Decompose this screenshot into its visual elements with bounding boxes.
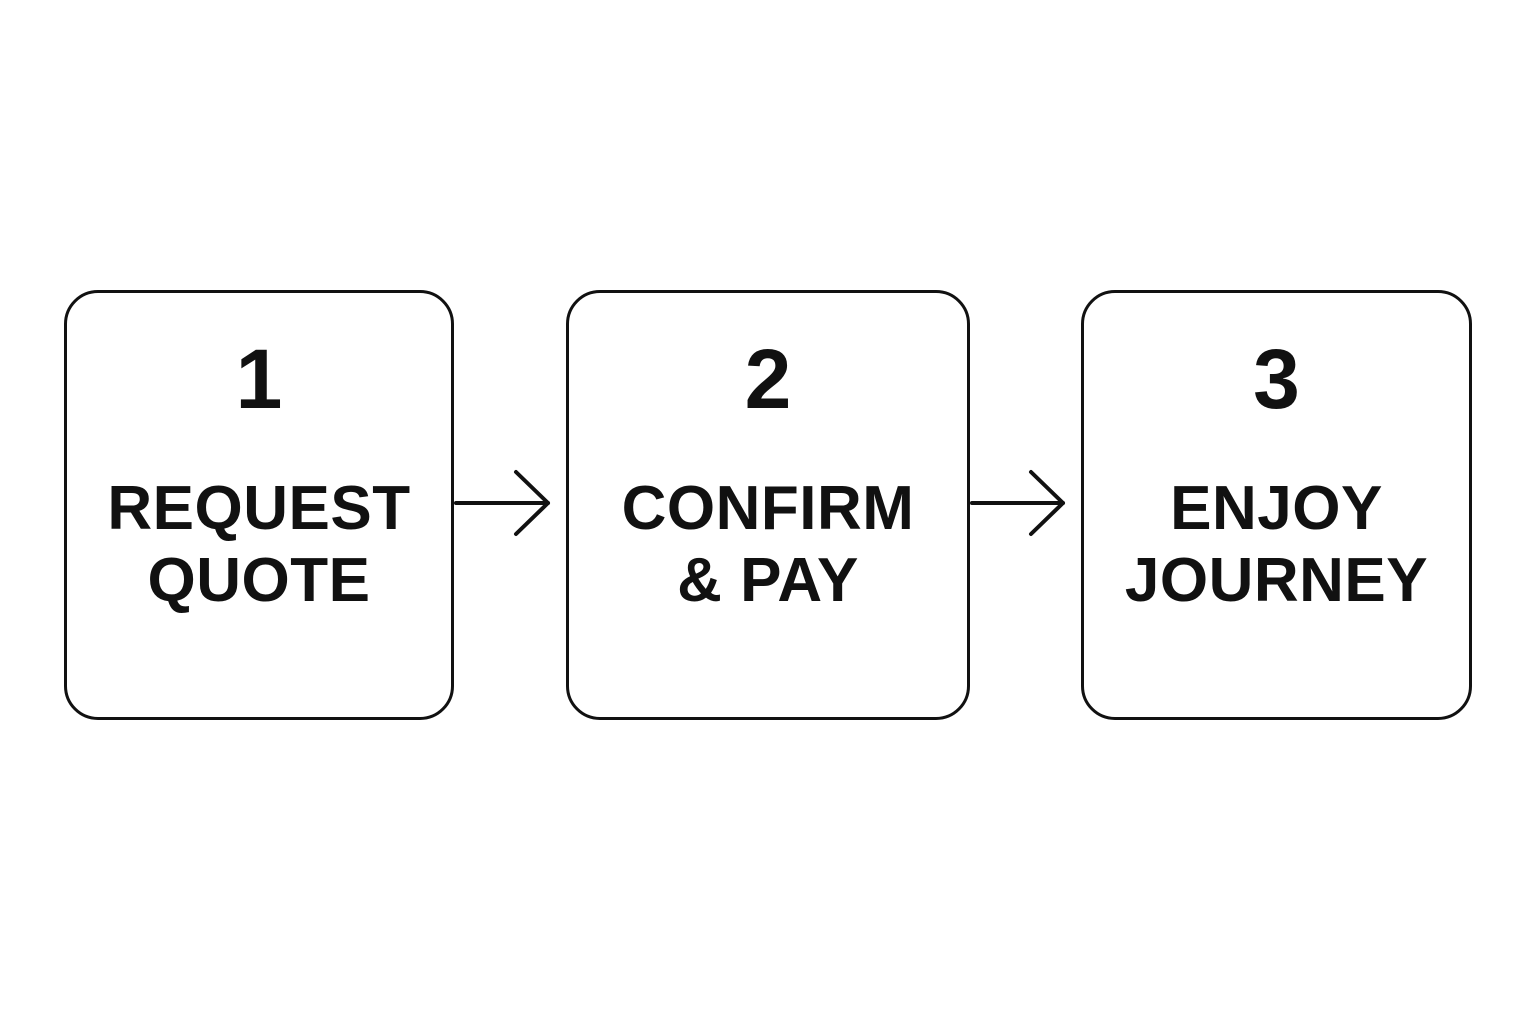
step-label-line: & PAY: [677, 546, 859, 615]
arrow-right-icon: [970, 468, 1081, 538]
step-label: CONFIRM & PAY: [569, 473, 967, 617]
step-label: REQUEST QUOTE: [67, 473, 451, 617]
step-number: 2: [744, 332, 792, 426]
step-2-box: 2 CONFIRM & PAY: [566, 290, 970, 720]
step-label: ENJOY JOURNEY: [1084, 473, 1469, 617]
step-number: 3: [1253, 332, 1300, 426]
step-label-line: QUOTE: [147, 546, 371, 615]
step-label-line: JOURNEY: [1124, 546, 1429, 615]
step-3-box: 3 ENJOY JOURNEY: [1081, 290, 1472, 720]
step-1-box: 1 REQUEST QUOTE: [64, 290, 454, 720]
step-label-line: REQUEST: [107, 474, 411, 543]
step-label-line: ENJOY: [1170, 474, 1383, 543]
step-label-line: CONFIRM: [621, 474, 915, 543]
arrow-right-icon: [454, 468, 566, 538]
step-number: 1: [235, 332, 283, 426]
